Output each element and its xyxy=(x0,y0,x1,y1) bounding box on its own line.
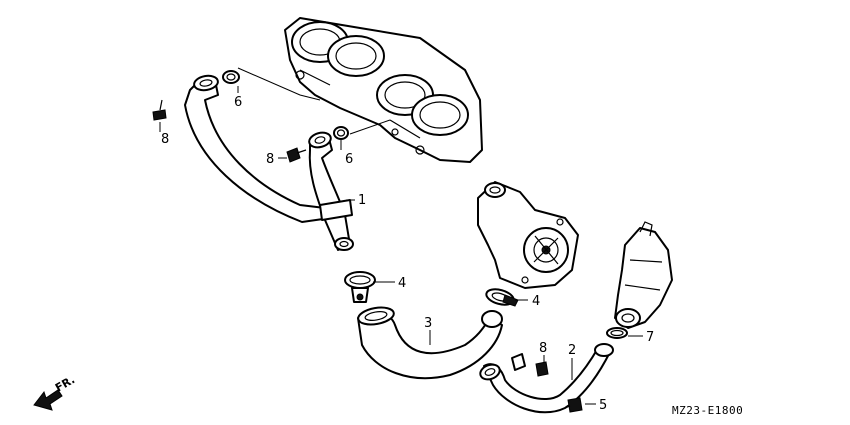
o-ring-7 xyxy=(606,327,628,339)
water-hose-joint xyxy=(308,131,354,251)
leader-lines xyxy=(159,67,643,405)
bolt-upper-left xyxy=(152,99,167,121)
cylinder-block xyxy=(284,17,483,163)
callout-3: 3 xyxy=(424,316,432,331)
callout-4-right: 4 xyxy=(532,294,540,309)
drawing-code: MZ23-E1800 xyxy=(672,404,743,417)
callout-1: 1 xyxy=(358,193,366,208)
water-hose xyxy=(357,306,503,380)
hose-clamp-right xyxy=(485,288,519,307)
callout-7: 7 xyxy=(646,330,654,345)
front-label: FR. xyxy=(53,373,77,394)
water-pipe xyxy=(479,343,614,414)
water-pump xyxy=(477,181,579,289)
callout-6-lower: 6 xyxy=(345,152,353,167)
callout-4-left: 4 xyxy=(398,276,406,291)
bolt-5 xyxy=(559,397,583,413)
callout-8-middle: 8 xyxy=(266,152,274,167)
o-ring-upper xyxy=(222,70,240,84)
callout-5: 5 xyxy=(599,398,607,413)
hose-clamp-left xyxy=(344,271,376,303)
bolt-lower xyxy=(535,361,549,377)
o-ring-lower xyxy=(333,126,349,140)
long-water-pipe xyxy=(184,74,331,223)
front-direction-marker: FR. xyxy=(33,373,77,411)
callout-6-upper: 6 xyxy=(234,95,242,110)
bolt-middle xyxy=(286,147,307,163)
callout-8-upper-left: 8 xyxy=(161,132,169,147)
callout-8-lower: 8 xyxy=(539,341,547,356)
thermostat-housing xyxy=(614,221,673,329)
callout-2: 2 xyxy=(568,343,576,358)
